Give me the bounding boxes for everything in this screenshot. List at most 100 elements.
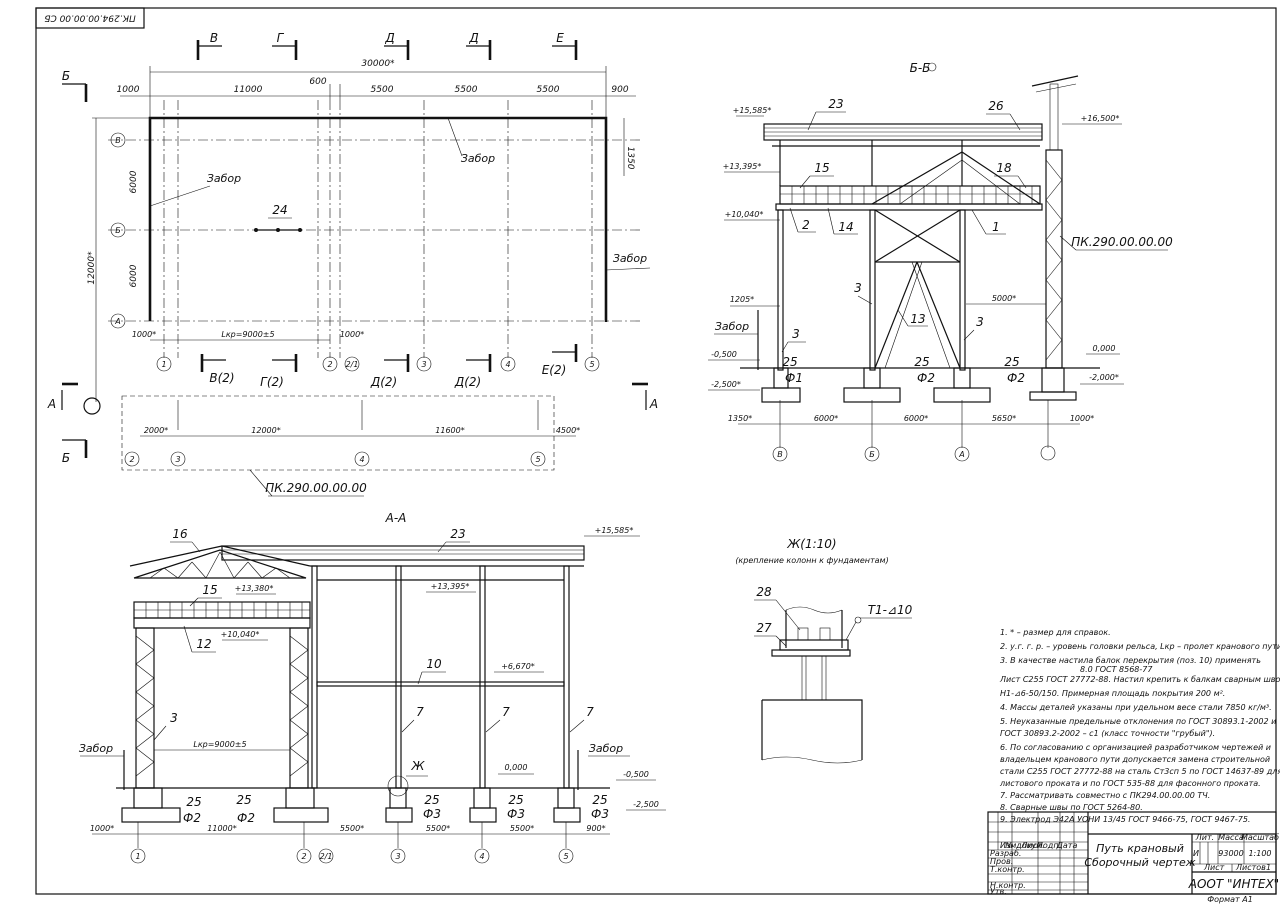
notes-block: 1. * – размер для справок. 2. у.г. г. р.… bbox=[999, 628, 1280, 824]
cut-a-right: А bbox=[649, 397, 658, 411]
aa-axis-4: 4 bbox=[479, 852, 484, 861]
plan-dim-total: 30000* bbox=[361, 59, 395, 69]
section-aa: А-А bbox=[79, 511, 666, 864]
note-line-8: ГОСТ 30893.2-2002 – с1 (класс точности "… bbox=[1000, 729, 1215, 738]
aa-pos-25a: 25 bbox=[186, 795, 201, 809]
plan-ext-ref: ПК.290.00.00.00 bbox=[265, 481, 367, 495]
bb-dim-bottom-0: 1350* bbox=[728, 414, 752, 423]
bb-dim-bottom-1: 6000* bbox=[814, 414, 838, 423]
plan-row-2: А bbox=[114, 317, 120, 326]
plan-dim-top-0: 1000 bbox=[117, 85, 140, 95]
svg-text:Д: Д bbox=[384, 31, 394, 45]
plan-dim-right: 1350 bbox=[625, 147, 635, 170]
bb-pos-3b: 3 bbox=[976, 315, 984, 329]
note-line-9: 6. По согласованию с организацией разраб… bbox=[1000, 743, 1271, 752]
svg-text:В(2): В(2) bbox=[209, 371, 234, 385]
aa-pos-25b: 25 bbox=[236, 793, 251, 807]
note-line-14: 8. Сварные швы по ГОСТ 5264-80. bbox=[1000, 803, 1143, 812]
note-line-10: владельцем кранового пути допускается за… bbox=[1000, 755, 1270, 764]
svg-text:3: 3 bbox=[175, 455, 180, 464]
bb-pos-3a: 3 bbox=[854, 281, 862, 295]
plan-dim-top-4: 5500 bbox=[537, 85, 560, 95]
aa-pos-10: 10 bbox=[426, 657, 442, 671]
bb-dim-bottom-2: 6000* bbox=[904, 414, 928, 423]
aa-level-5: 0,000 bbox=[505, 763, 528, 772]
note-line-11: стали С255 ГОСТ 27772-88 на сталь Ст3сп … bbox=[1000, 767, 1280, 776]
aa-pos-7c: 7 bbox=[586, 705, 594, 719]
note-line-15: 9. Электрод Э42А УОНИ 13/45 ГОСТ 9466-75… bbox=[1000, 815, 1250, 824]
plan-col-0: 1 bbox=[161, 360, 166, 369]
section-aa-title: А-А bbox=[385, 511, 407, 525]
svg-text:Г: Г bbox=[277, 31, 285, 45]
aa-dim-bottom-0: 1000* bbox=[90, 824, 114, 833]
plan-dim-top-3: 5500 bbox=[455, 85, 478, 95]
plan-col-3: 3 bbox=[421, 360, 426, 369]
aa-pos-16: 16 bbox=[172, 527, 188, 541]
note-line-12: листового проката и по ГОСТ 535-88 для ф… bbox=[999, 779, 1261, 788]
bb-level-3: -0,500 bbox=[711, 350, 737, 359]
aa-pos-3: 3 bbox=[170, 711, 178, 725]
bb-dim-1205: 1205* bbox=[730, 295, 754, 304]
tb-company: АООТ "ИНТЕХ" bbox=[1188, 877, 1279, 891]
cut-b-bottom: Б bbox=[62, 451, 70, 465]
svg-text:2: 2 bbox=[129, 455, 134, 464]
bb-pos-18: 18 bbox=[996, 161, 1012, 175]
tb-scale: 1:100 bbox=[1248, 849, 1271, 858]
aa-level-2: +13,395* bbox=[431, 582, 470, 591]
aa-node-mark: Ж bbox=[411, 759, 426, 773]
svg-text:4: 4 bbox=[359, 455, 364, 464]
section-markers-bottom: В(2) Г(2) Д(2) Д(2) Е(2) bbox=[200, 344, 578, 389]
note-line-3: 8.0 ГОСТ 8568-77 bbox=[1080, 665, 1153, 674]
aa-dim-bottom-1: 11000* bbox=[207, 824, 236, 833]
tb-hdr-1: Подп. bbox=[1037, 841, 1061, 850]
bb-pos-23: 23 bbox=[828, 97, 843, 111]
bb-fence: Забор bbox=[715, 320, 749, 333]
sheet-frame bbox=[35, 7, 1277, 895]
tb-hdr-0: № докум. bbox=[1004, 841, 1044, 850]
note-line-2: 3. В качестве настила балок перекрытия (… bbox=[1000, 656, 1261, 665]
aa-dim-bottom-4: 5500* bbox=[510, 824, 534, 833]
aa-pos-7b: 7 bbox=[502, 705, 510, 719]
detail-subtitle: (крепление колонн к фундаментам) bbox=[735, 556, 888, 565]
bb-level-0: +15,585* bbox=[733, 106, 772, 115]
plan-pos-24: 24 bbox=[272, 203, 287, 217]
tb-row-2: Пров. bbox=[990, 857, 1013, 866]
bb-foundation-2: Ф2 bbox=[1007, 371, 1025, 385]
bb-foundation-0: Ф1 bbox=[785, 371, 803, 385]
stamp-code-text: ПК.294.00.00.00 СБ bbox=[44, 13, 135, 23]
plan-fence-label-left: Забор bbox=[207, 172, 241, 185]
aa-axis-1: 2 bbox=[301, 852, 306, 861]
svg-text:5: 5 bbox=[535, 455, 540, 464]
tb-name-1: Путь крановый bbox=[1096, 842, 1184, 855]
tb-name-2: Сборочный чертеж bbox=[1084, 856, 1195, 869]
note-line-6: 4. Массы деталей указаны при удельном ве… bbox=[1000, 703, 1272, 712]
aa-foundation-0: Ф2 bbox=[183, 811, 201, 825]
aa-pos-25e: 25 bbox=[592, 793, 607, 807]
aa-foundation-1: Ф2 bbox=[237, 811, 255, 825]
plan-dim-bottom-0: 2000* bbox=[144, 426, 168, 435]
detail-pos-28: 28 bbox=[756, 585, 772, 599]
svg-text:Д(2): Д(2) bbox=[370, 375, 397, 389]
aa-pos-7a: 7 bbox=[416, 705, 424, 719]
bb-dim-bottom-3: 5650* bbox=[992, 414, 1016, 423]
bb-level-6: 0,000 bbox=[1093, 344, 1116, 353]
bb-pos-15: 15 bbox=[814, 161, 829, 175]
aa-axis-2: 2/1 bbox=[320, 852, 333, 861]
tb-sheet: Лист bbox=[1203, 863, 1225, 872]
tb-hdr-lit: Лит. bbox=[1195, 833, 1214, 842]
aa-axis-3: 3 bbox=[395, 852, 400, 861]
bb-pos-25b: 25 bbox=[914, 355, 929, 369]
detail-pos-27: 27 bbox=[756, 621, 772, 635]
note-line-0: 1. * – размер для справок. bbox=[1000, 628, 1111, 637]
tb-row-0: Изм. Лист bbox=[1000, 841, 1042, 850]
note-line-7: 5. Неуказанные предельные отклонения по … bbox=[1000, 717, 1276, 726]
bb-dim-bottom-4: 1000* bbox=[1070, 414, 1094, 423]
bb-pos-14: 14 bbox=[838, 220, 853, 234]
plan-fence-label-top: Забор bbox=[461, 152, 495, 165]
aa-pos-23: 23 bbox=[450, 527, 465, 541]
format-label: Формат А1 bbox=[1207, 895, 1253, 904]
svg-text:Д(2): Д(2) bbox=[454, 375, 481, 389]
bb-pos-3c: 3 bbox=[792, 327, 800, 341]
plan-fence bbox=[148, 116, 608, 322]
bb-level-4: -2,500* bbox=[711, 380, 741, 389]
